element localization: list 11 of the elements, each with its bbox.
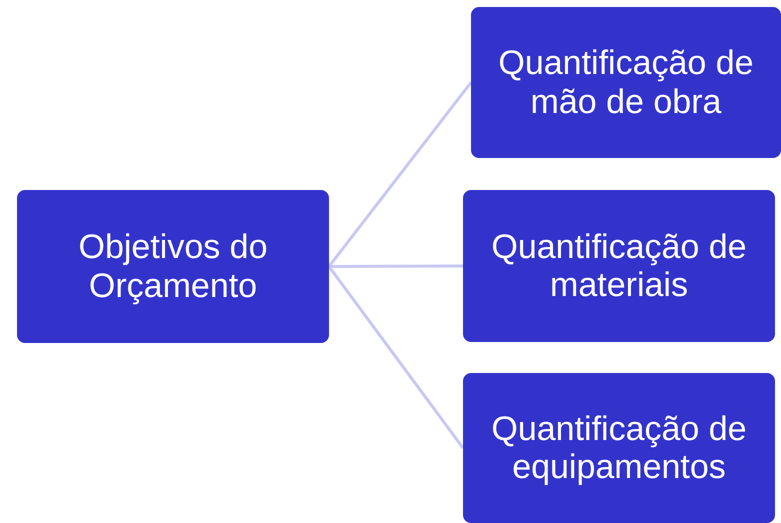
connector-line [329, 264, 463, 268]
process-box [471, 7, 781, 158]
connector-line [328, 266, 464, 449]
process-box [463, 373, 775, 523]
connector-line [328, 82, 472, 268]
box-label: Quantificação de equipamentos [490, 410, 748, 486]
box-label: Quantificação de mão de obra [497, 44, 755, 121]
box-label: Objetivos do Orçamento [78, 228, 268, 305]
process-box [463, 190, 775, 342]
box-label: Quantificação de materiais [490, 228, 748, 304]
process-box [17, 190, 329, 343]
